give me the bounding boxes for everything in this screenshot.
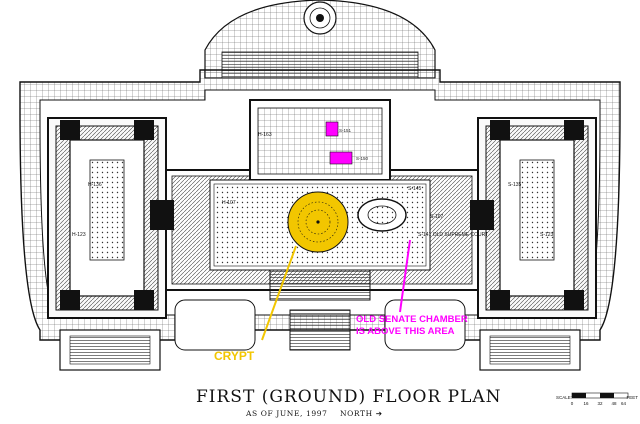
senate-wing [477,117,597,319]
plan-title: FIRST (GROUND) FLOOR PLAN AS OF JUNE, 19… [196,387,502,418]
plan-date: AS OF JUNE, 1997 [245,409,328,418]
old-supreme-court-label: S-141 OLD SUPREME COURT [418,232,488,238]
old-supreme-court: S-141 OLD SUPREME COURT [357,198,488,238]
plan-main-title: FIRST (GROUND) FLOOR PLAN [196,387,502,407]
room-label: H-136 [88,182,102,188]
scale-bar: SCALE: 0 16 32 48 64 FEET [556,392,638,406]
room-s-150: S-150 [356,156,369,161]
scale-unit: FEET [626,395,638,400]
scale-tick: 64 [621,401,627,406]
room-label: H-123 [72,232,86,238]
room-labels: H-163 H-136 H-123 H-107 S-145 S-135 S-12… [72,132,554,238]
room-label: S-123 [540,232,554,238]
senate-annotation: OLD SENATE CHAMBER IS ABOVE THIS AREA [356,239,468,337]
north-indicator: NORTH ➔ [340,409,383,418]
room-label: S-145 [408,186,422,192]
house-wing [47,117,167,319]
room-label: H-163 [258,132,272,138]
senate-highlight-rooms: S-151 S-150 [325,121,369,165]
scale-label: SCALE: [556,395,572,400]
room-label: H-107 [222,200,236,206]
crypt-label: CRYPT [214,349,255,363]
scale-tick: 16 [583,401,589,406]
scale-tick: 0 [571,401,574,406]
crypt-highlight [287,191,349,253]
senate-label-line1: OLD SENATE CHAMBER [356,314,468,325]
senate-label-line2: IS ABOVE THIS AREA [356,326,455,337]
crypt-annotation: CRYPT [214,245,297,363]
room-s-151: S-151 [339,128,352,133]
west-front-terraces [59,299,581,371]
east-front-plaza [204,0,436,79]
scale-tick: 48 [611,401,617,406]
room-label: S-107 [430,214,444,220]
room-label: S-135 [508,182,522,188]
scale-tick: 32 [597,401,603,406]
